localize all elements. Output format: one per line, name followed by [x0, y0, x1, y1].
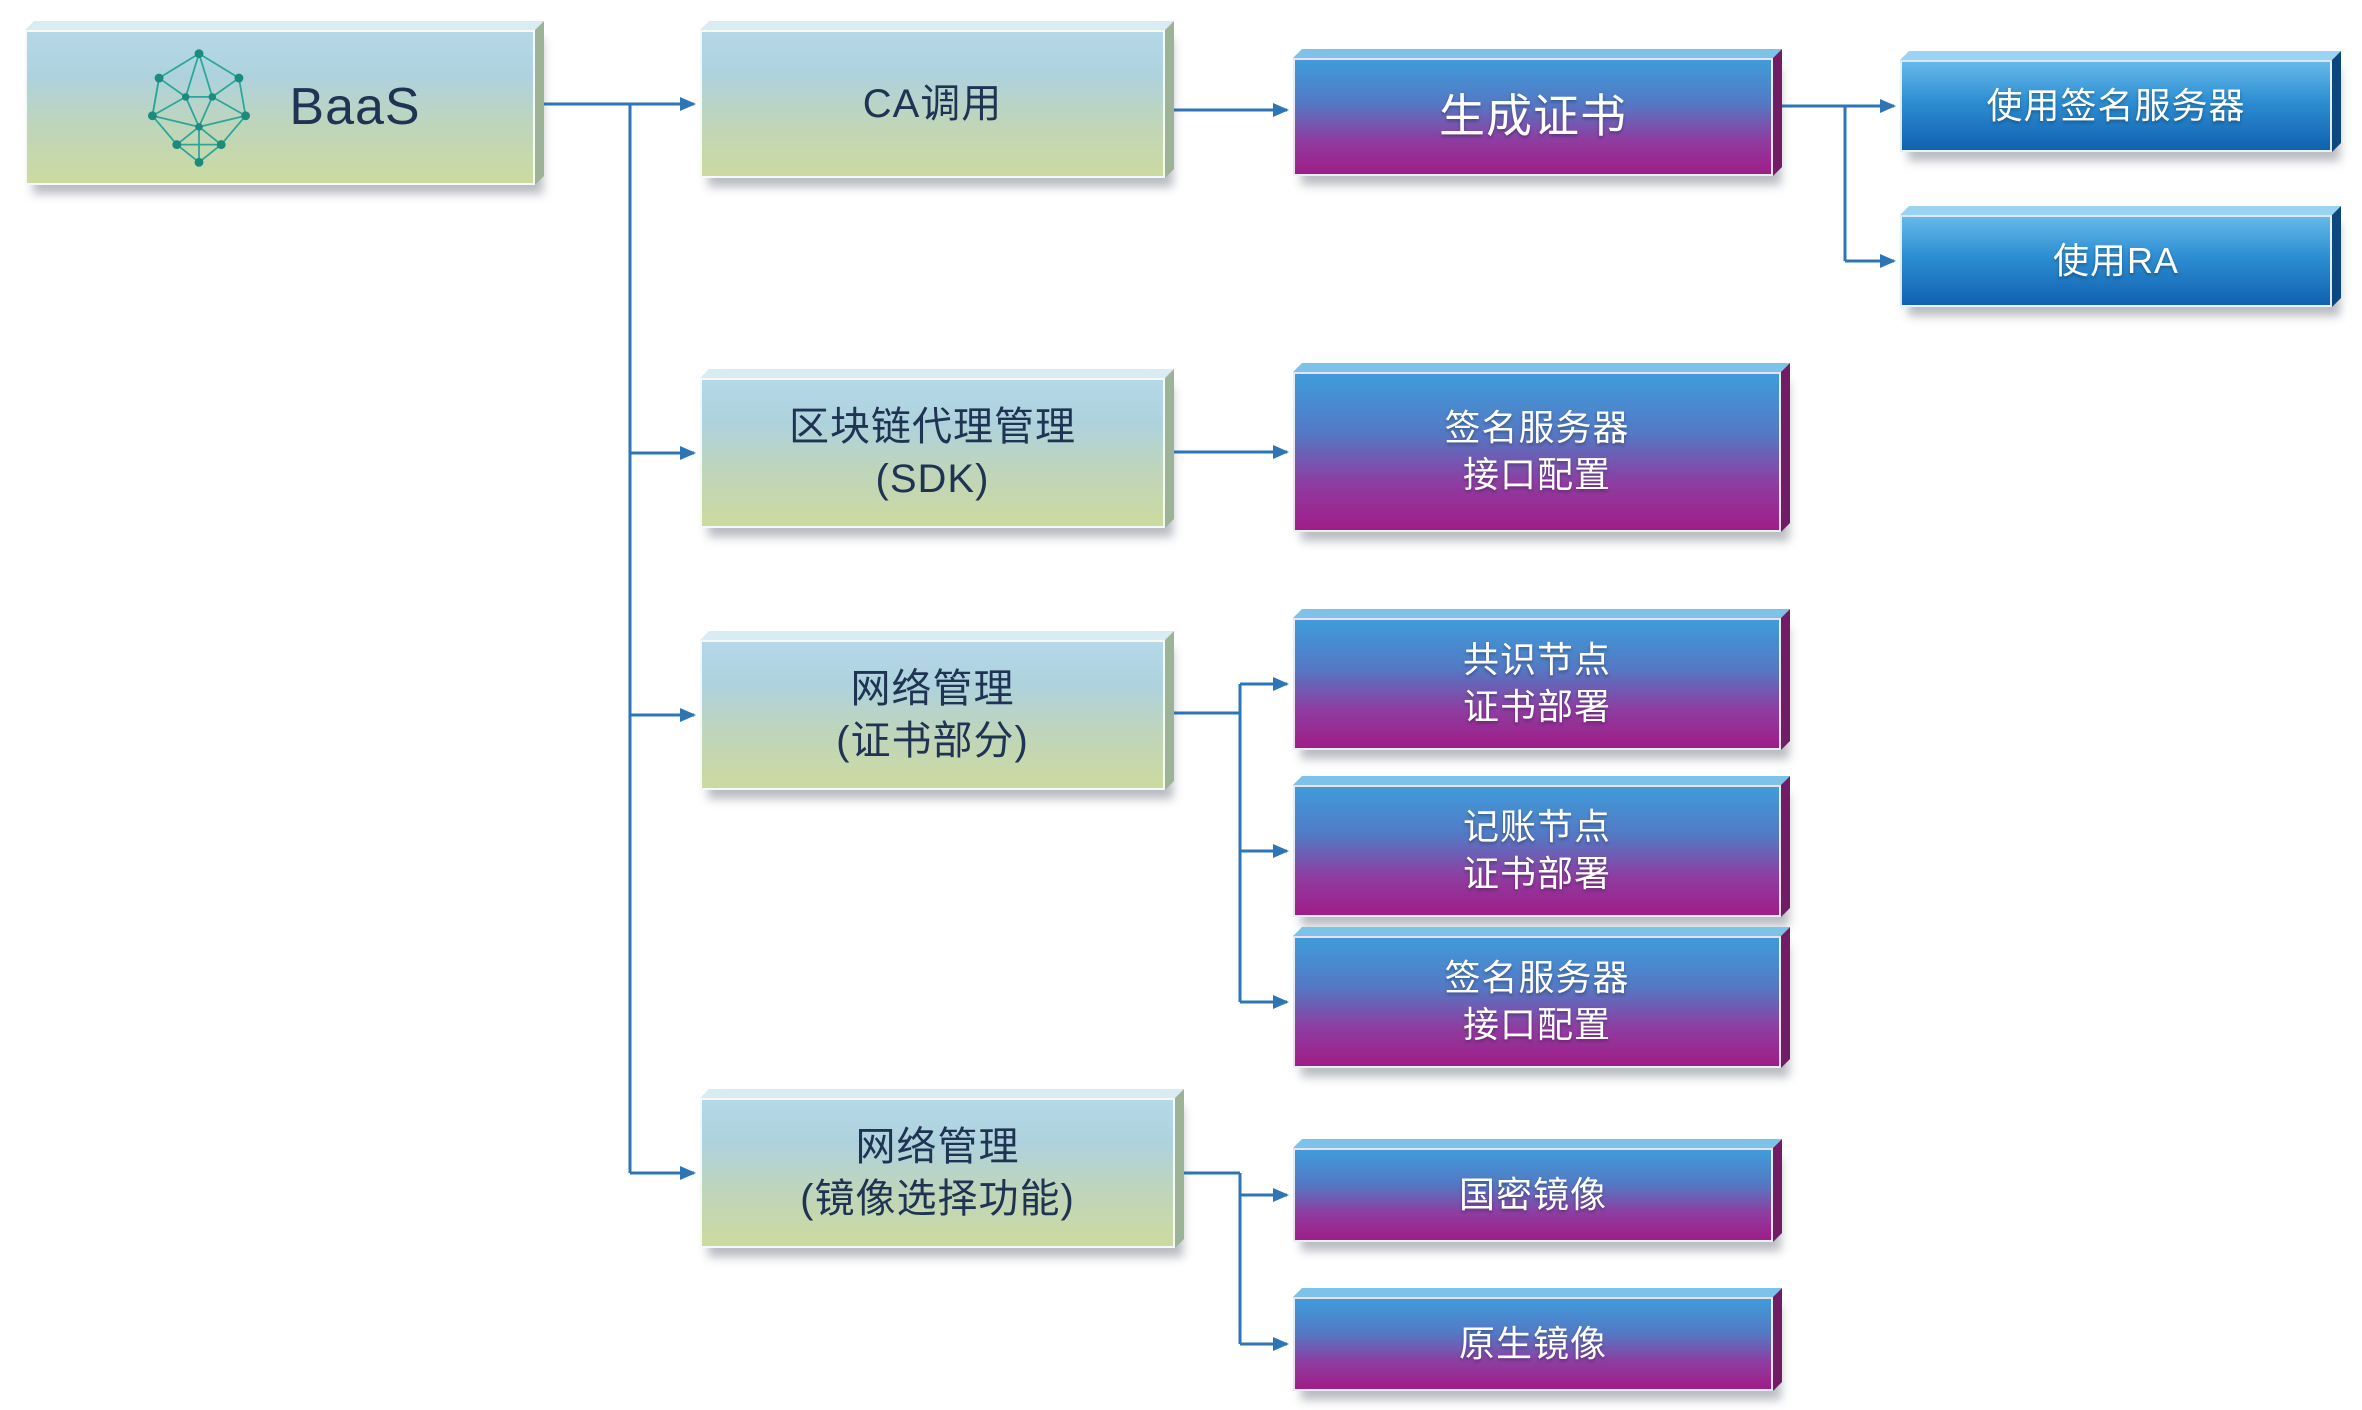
node-sdk-mgmt: 区块链代理管理 (SDK)	[700, 378, 1165, 528]
node-gen-cert: 生成证书	[1293, 58, 1773, 176]
node-label-accounting-node: 记账节点 证书部署	[1462, 806, 1611, 894]
node-label-consensus-node: 共识节点 证书部署	[1462, 639, 1611, 727]
node-net-mgmt-cert: 网络管理 (证书部分)	[700, 640, 1165, 790]
node-accounting-node: 记账节点 证书部署	[1293, 785, 1781, 917]
node-label-sign-server-cfg-a: 签名服务器 接口配置	[1444, 407, 1630, 495]
node-label-sign-server-cfg-b: 签名服务器 接口配置	[1444, 957, 1630, 1045]
node-label-net-mgmt-cert: 网络管理 (证书部分)	[836, 667, 1029, 763]
node-baas: BaaS	[25, 30, 535, 185]
node-label-ca-call: CA调用	[862, 82, 1003, 126]
node-sign-server-cfg-a: 签名服务器 接口配置	[1293, 372, 1781, 532]
node-gm-image: 国密镜像	[1293, 1148, 1773, 1242]
node-sign-server-cfg-b: 签名服务器 接口配置	[1293, 936, 1781, 1068]
node-label-baas: BaaS	[289, 77, 421, 136]
node-ca-call: CA调用	[700, 30, 1165, 178]
node-consensus-node: 共识节点 证书部署	[1293, 618, 1781, 750]
node-label-native-image: 原生镜像	[1458, 1322, 1607, 1364]
node-label-net-mgmt-image: 网络管理 (镜像选择功能)	[800, 1125, 1075, 1221]
node-use-ra: 使用RA	[1900, 215, 2332, 307]
node-label-sdk-mgmt: 区块链代理管理 (SDK)	[789, 405, 1076, 501]
node-label-gm-image: 国密镜像	[1458, 1173, 1607, 1215]
node-net-mgmt-image: 网络管理 (镜像选择功能)	[700, 1098, 1175, 1248]
blockchain-network-icon	[148, 48, 251, 167]
node-native-image: 原生镜像	[1293, 1297, 1773, 1391]
node-label-use-sign-server: 使用签名服务器	[1986, 84, 2246, 126]
node-use-sign-server: 使用签名服务器	[1900, 60, 2332, 152]
node-label-use-ra: 使用RA	[2052, 239, 2179, 281]
node-label-gen-cert: 生成证书	[1439, 90, 1627, 143]
